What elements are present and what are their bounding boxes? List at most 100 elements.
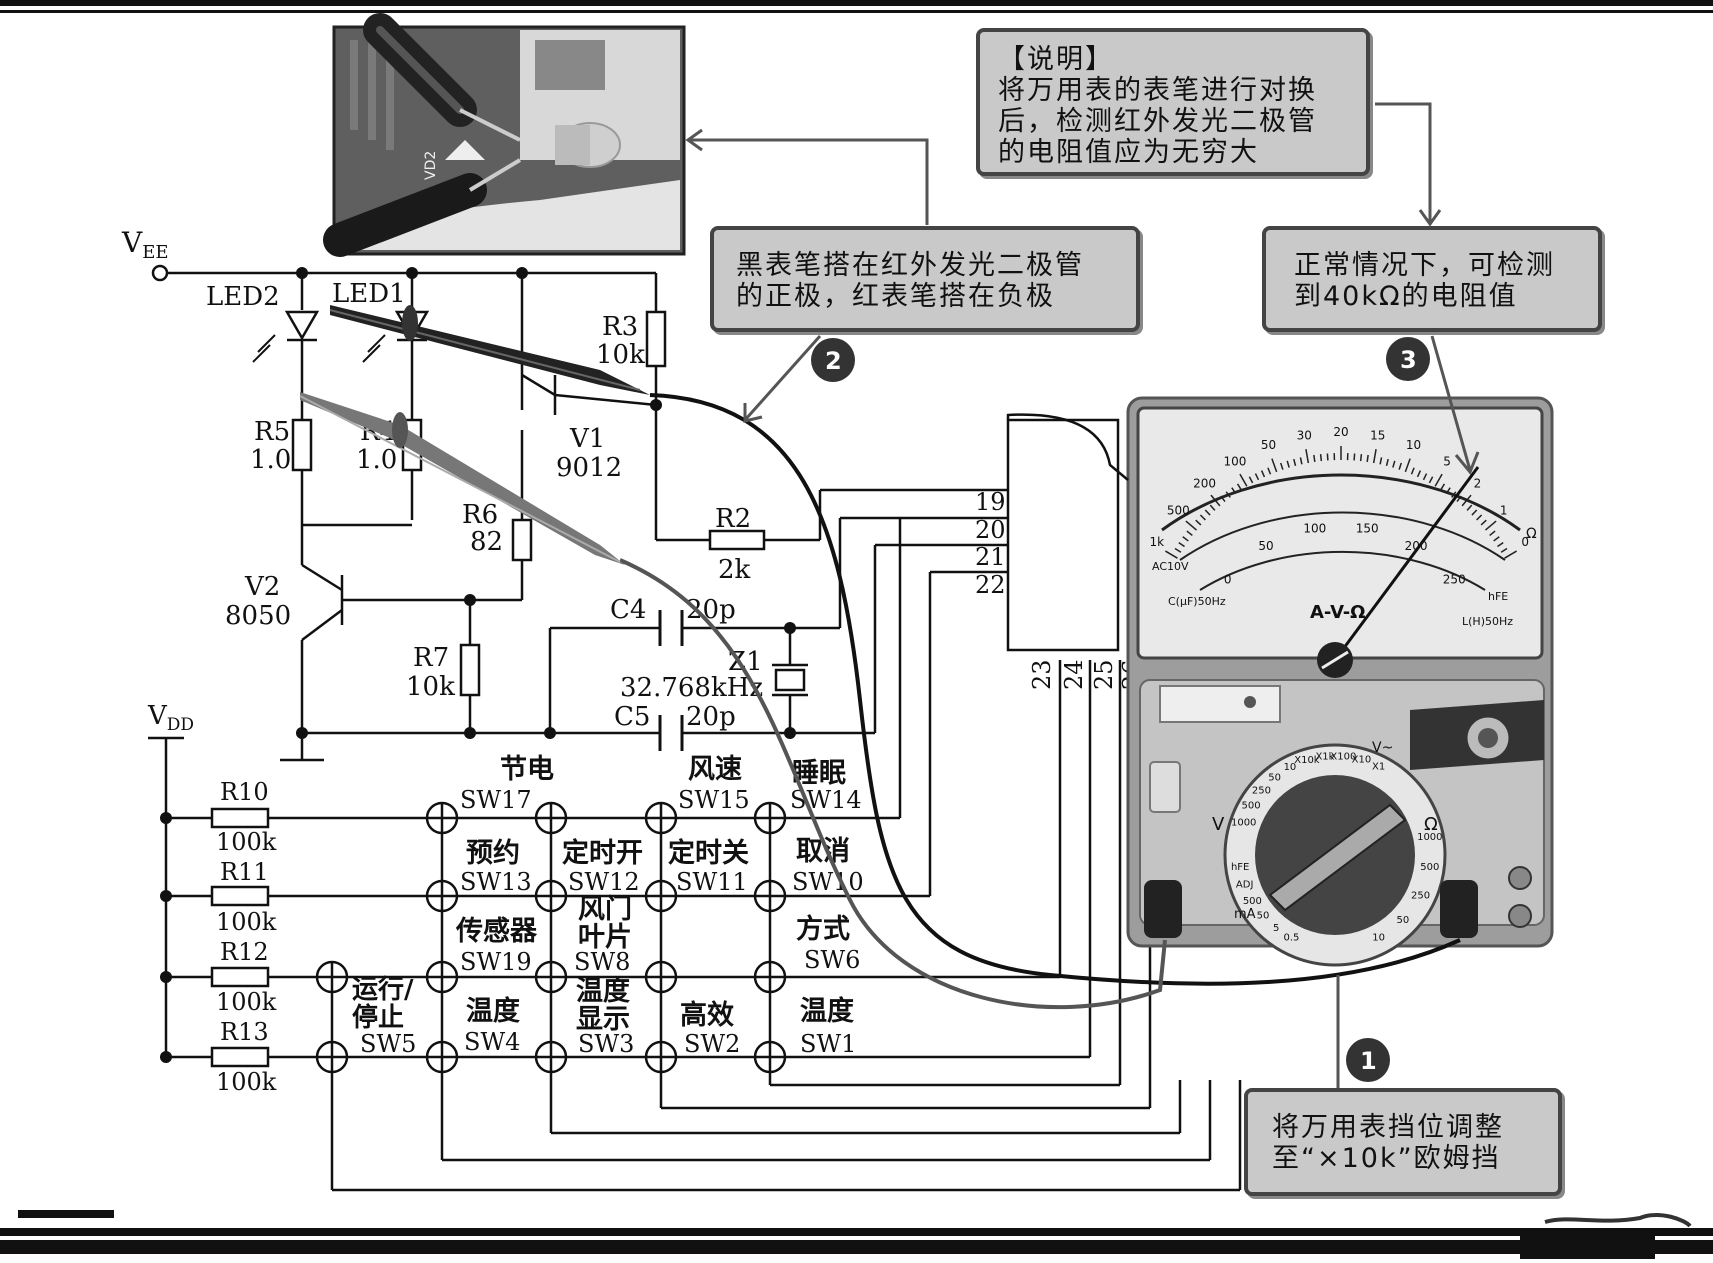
- svg-text:1: 1: [1360, 1047, 1377, 1075]
- sw15-id: SW15: [678, 786, 750, 814]
- sw17-id: SW17: [460, 786, 532, 814]
- v1-value: 9012: [556, 453, 622, 483]
- sw19-id: SW19: [460, 948, 532, 976]
- meter-transistor-socket[interactable]: [1150, 762, 1180, 812]
- meter-scale-label: 250: [1443, 573, 1466, 587]
- meter-scale-label: 5: [1443, 454, 1451, 468]
- switch-node: [317, 962, 347, 992]
- dial-omega-label: Ω: [1424, 814, 1438, 835]
- meter-scale-label: 50: [1258, 539, 1273, 553]
- meter-tick: [1314, 455, 1315, 462]
- crystal-z1: [772, 665, 808, 695]
- ic-chip: [1008, 420, 1118, 650]
- sw3-name: 温度: [576, 975, 630, 1007]
- sw1-id: SW1: [800, 1030, 856, 1058]
- pin-21: 21: [975, 543, 1006, 571]
- r5-name: R5: [254, 417, 290, 447]
- led2-label: LED2: [206, 282, 280, 312]
- bottom-decoration: [1545, 1215, 1690, 1226]
- meter-scale-label: 10: [1406, 438, 1421, 452]
- dial-vac-label: V~: [1372, 740, 1393, 756]
- switch-node: [536, 1042, 566, 1072]
- pin-23: 23: [1028, 659, 1056, 690]
- switch-node: [646, 881, 676, 911]
- badge-2: 2: [811, 338, 855, 382]
- explanation-line-1: 将万用表的表笔进行对换: [998, 75, 1348, 106]
- dial-range-label: 500: [1241, 800, 1260, 811]
- vee-terminal: [153, 266, 167, 280]
- dial-range-label: hFE: [1231, 862, 1249, 873]
- sw2-name: 高效: [680, 999, 734, 1031]
- led2-symbol: [253, 312, 317, 362]
- dial-ma-label: mA: [1234, 907, 1256, 922]
- vdd-label: VDD: [147, 701, 194, 735]
- sw4-name: 温度: [466, 995, 520, 1027]
- sw3-id: SW3: [578, 1030, 634, 1058]
- sw6-id: SW6: [804, 946, 860, 974]
- photo-vd2-label: VD2: [423, 151, 439, 180]
- step3-line-1: 正常情况下，可检测: [1294, 250, 1570, 281]
- meter-scale-label: 15: [1370, 428, 1385, 442]
- c4-name: C4: [610, 595, 646, 625]
- sw5-name2: 停止: [352, 1002, 404, 1033]
- step2-line-1: 黑表笔搭在红外发光二极管: [736, 250, 1114, 281]
- bottom-border-thick: [0, 1240, 1713, 1254]
- meter-plus-jack[interactable]: [1440, 880, 1478, 938]
- dial-range-label: 500: [1243, 896, 1262, 907]
- switch-node: [755, 803, 785, 833]
- step3-box: 正常情况下，可检测 到40kΩ的电阻值: [1262, 226, 1602, 332]
- step3-line-2: 到40kΩ的电阻值: [1294, 281, 1570, 312]
- sw17-name: 节电: [500, 754, 554, 785]
- sw4-id: SW4: [464, 1028, 520, 1056]
- meter-window: [1160, 686, 1280, 722]
- dial-range-label: 5: [1273, 923, 1279, 934]
- meter-scale-label: 150: [1356, 521, 1379, 535]
- c5-value: 20p: [686, 702, 736, 732]
- switch-node: [536, 803, 566, 833]
- meter-jack-2[interactable]: [1509, 905, 1531, 927]
- meter-scale-label: 0: [1224, 573, 1232, 587]
- dial-range-label: 50: [1397, 915, 1410, 926]
- svg-text:2: 2: [825, 347, 842, 375]
- dial-v-label: V: [1212, 814, 1225, 835]
- meter-scale-label: 50: [1261, 438, 1276, 452]
- switch-node: [317, 1042, 347, 1072]
- badge-1: 1: [1346, 1038, 1390, 1082]
- v2-name: V2: [244, 572, 280, 602]
- r6-value: 82: [470, 527, 503, 557]
- switch-node: [755, 881, 785, 911]
- meter-scale-label: 1: [1500, 504, 1508, 518]
- dial-range-label: 0.5: [1283, 933, 1299, 944]
- step1-box: 将万用表挡位调整 至“×10k”欧姆挡: [1244, 1088, 1562, 1196]
- meter-tick: [1321, 454, 1322, 461]
- r4-value: 1.0: [356, 445, 397, 475]
- z1-value: 32.768kHz: [620, 673, 763, 703]
- r6-name: R6: [462, 500, 498, 530]
- meter-jack-1[interactable]: [1509, 867, 1531, 889]
- step1-line-1: 将万用表挡位调整: [1272, 1112, 1534, 1143]
- meter-tick: [1361, 454, 1362, 461]
- bottom-right-block: [1520, 1232, 1655, 1259]
- r3-name: R3: [602, 312, 638, 342]
- explanation-line-2: 后，检测红外发光二极管: [998, 106, 1348, 137]
- meter-hfe-label: hFE: [1488, 590, 1508, 603]
- dial-range-label: 250: [1252, 785, 1271, 796]
- r13-name: R13: [220, 1018, 269, 1046]
- switch-node: [427, 803, 457, 833]
- sw5-name: 运行/: [352, 974, 414, 1005]
- meter-scale-label: 100: [1303, 521, 1326, 535]
- switch-node: [427, 1042, 457, 1072]
- switch-node: [646, 962, 676, 992]
- r10-name: R10: [220, 778, 269, 806]
- meter-com-jack[interactable]: [1144, 880, 1182, 938]
- meter-scale-label: 100: [1224, 454, 1247, 468]
- switch-node: [427, 962, 457, 992]
- sw12-id: SW12: [568, 868, 640, 896]
- sw5-id: SW5: [360, 1030, 416, 1058]
- led-photo: VD2: [334, 27, 684, 254]
- r2-value: 2k: [718, 555, 751, 585]
- sw1-name: 温度: [800, 995, 854, 1027]
- sw2-id: SW2: [684, 1030, 740, 1058]
- top-border: [0, 0, 1713, 6]
